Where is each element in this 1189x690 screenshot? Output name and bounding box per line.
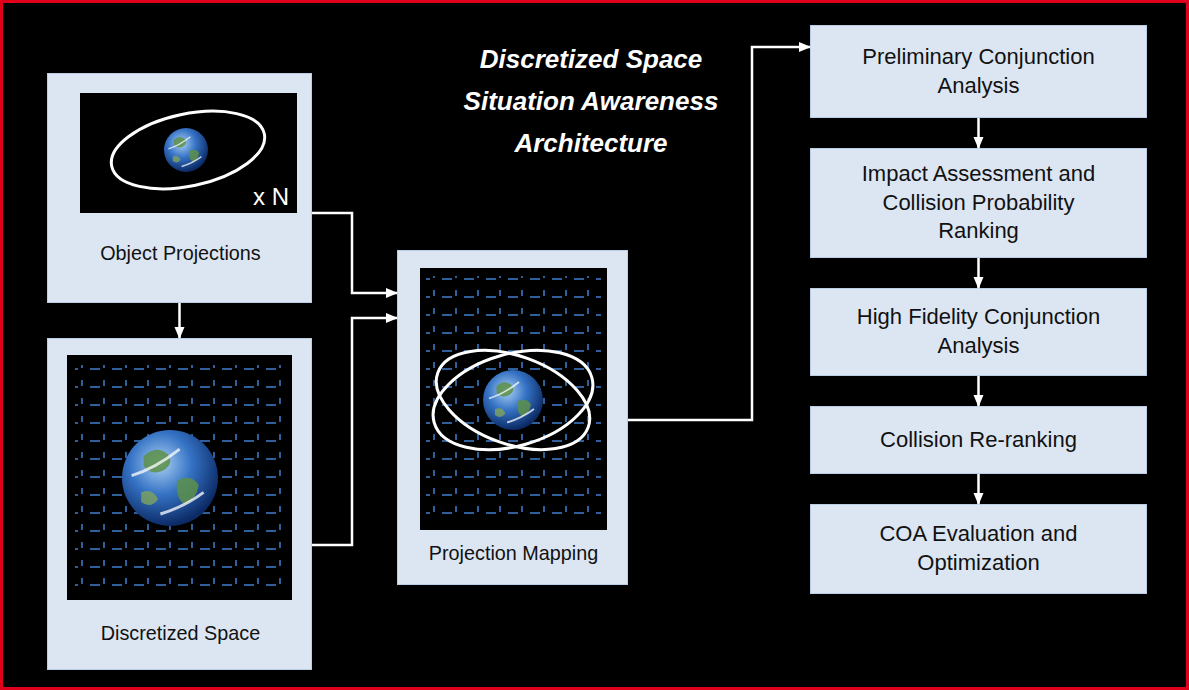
connector-arrow — [178, 303, 181, 338]
image-panel — [420, 268, 607, 530]
orbit — [104, 99, 272, 202]
multiplier-label: x N — [253, 182, 289, 212]
box-label: Collision Re-ranking — [880, 426, 1077, 455]
connector-arrow — [312, 318, 397, 545]
image-panel — [80, 93, 297, 213]
box-label: COA Evaluation and Optimization — [849, 520, 1108, 577]
connector-arrow — [977, 258, 980, 288]
box-label: Discretized Space — [48, 621, 313, 646]
grid — [426, 276, 601, 522]
connector-arrow — [977, 376, 980, 406]
orbit — [423, 331, 603, 468]
grid — [75, 365, 285, 590]
box-label: Projection Mapping — [398, 541, 629, 566]
earth — [483, 370, 543, 430]
process-box: High Fidelity Conjunction Analysis — [810, 288, 1147, 376]
process-box: Impact Assessment and Collision Probabil… — [810, 148, 1147, 258]
image-panel — [67, 355, 292, 600]
box-label: Object Projections — [48, 241, 313, 266]
process-box: Preliminary Conjunction Analysis — [810, 25, 1147, 118]
connector-arrow — [977, 118, 980, 148]
earth — [164, 128, 208, 172]
process-box: Collision Re-ranking — [810, 406, 1147, 474]
process-box: COA Evaluation and Optimization — [810, 504, 1147, 594]
box-label: Preliminary Conjunction Analysis — [849, 43, 1108, 100]
box-label: Impact Assessment and Collision Probabil… — [849, 160, 1108, 246]
earth — [122, 430, 218, 526]
connector-arrow — [312, 213, 397, 293]
connector-arrow — [977, 474, 980, 504]
box-label: High Fidelity Conjunction Analysis — [849, 303, 1108, 360]
diagram-title: Discretized Space Situation Awareness Ar… — [446, 38, 736, 164]
